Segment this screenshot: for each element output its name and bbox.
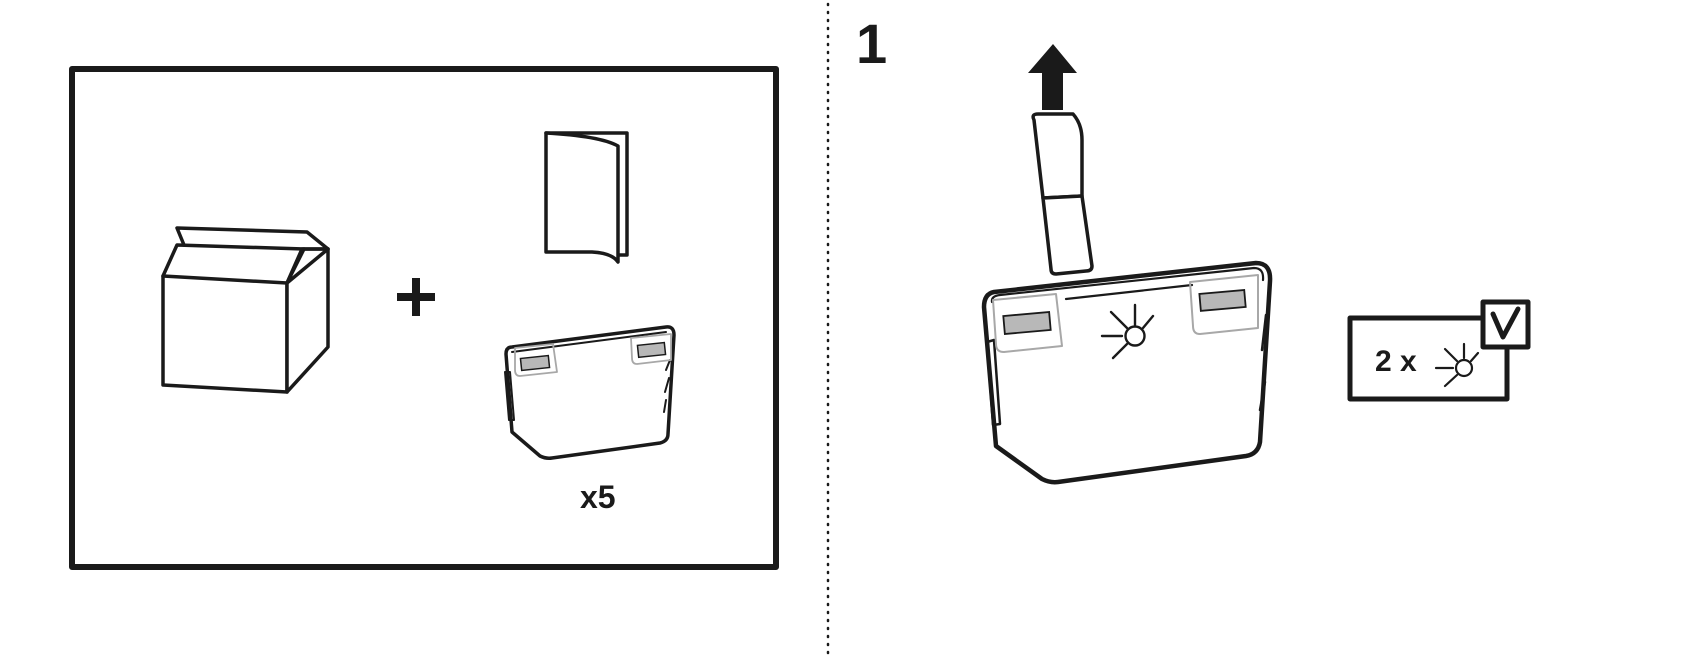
battery-pack-icon xyxy=(504,325,676,460)
quantity-label: x5 xyxy=(580,479,616,515)
led-count-card: 2 x xyxy=(1347,299,1531,402)
led-icon xyxy=(1100,303,1155,360)
pull-tab-icon xyxy=(1031,112,1094,276)
led-count-label: 2 x xyxy=(1375,345,1417,378)
step-number: 1 xyxy=(856,12,887,75)
arrow-up-icon xyxy=(1028,44,1077,110)
contents-frame xyxy=(69,66,779,570)
box-icon xyxy=(161,226,330,394)
battery-pack-large xyxy=(981,260,1273,485)
led-icon xyxy=(1434,342,1480,388)
booklet-icon xyxy=(544,131,629,264)
plus-icon xyxy=(397,278,435,316)
checkmark-icon xyxy=(1490,306,1521,340)
